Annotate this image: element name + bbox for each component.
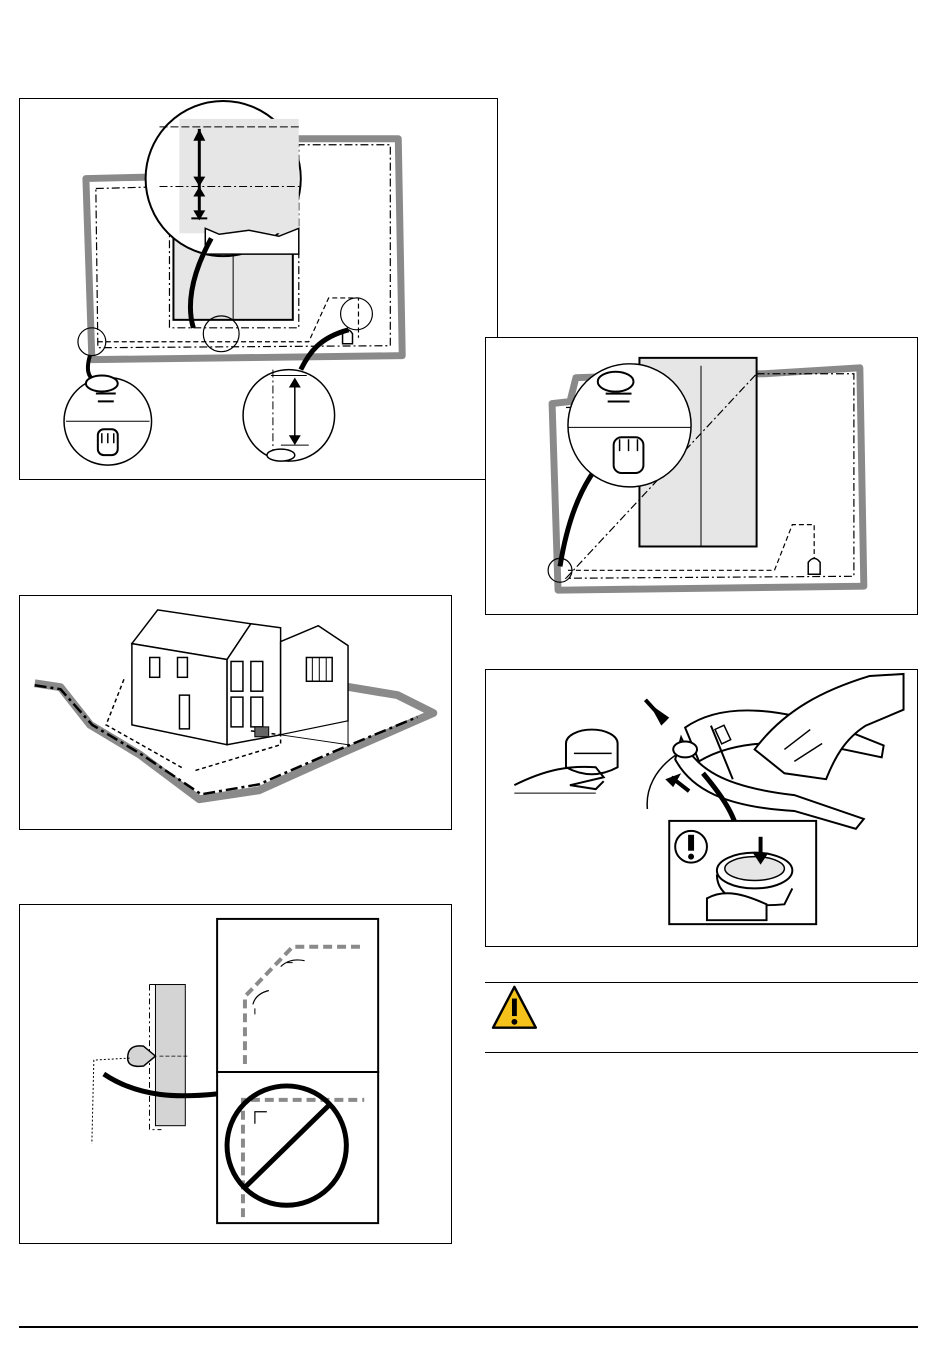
house-boundary-wire-illustration xyxy=(20,596,451,829)
warning-triangle-icon xyxy=(485,983,918,1052)
figure-wire-corner xyxy=(19,904,452,1244)
pliers-connector-illustration xyxy=(486,670,917,946)
wire-connector-layout-diagram xyxy=(486,338,917,614)
figure-pliers-connector xyxy=(485,669,918,947)
warning-box xyxy=(485,982,918,1053)
footer-rule xyxy=(19,1326,918,1328)
figure-wire-connector-layout xyxy=(485,337,918,615)
boundary-wire-distance-diagram xyxy=(20,99,497,479)
wire-corner-angle-diagram xyxy=(20,905,451,1243)
figure-boundary-wire-distance xyxy=(19,98,498,480)
figure-house-boundary xyxy=(19,595,452,830)
